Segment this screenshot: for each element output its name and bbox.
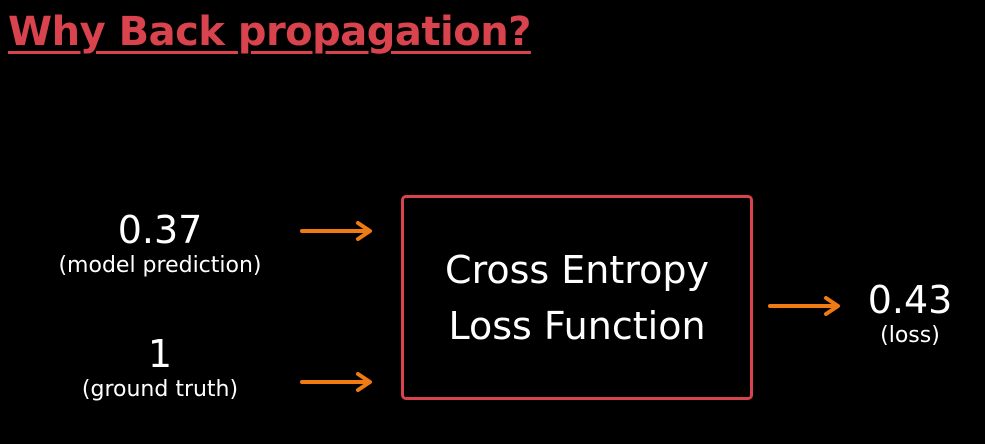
prediction-arrow-icon — [300, 221, 372, 241]
ground-truth-input: 1 (ground truth) — [50, 332, 270, 404]
loss-function-box: Cross Entropy Loss Function — [401, 195, 753, 400]
loss-output: 0.43 (loss) — [840, 278, 980, 350]
slide-title: Why Back propagation? — [8, 9, 531, 55]
loss-output-arrow-icon — [768, 296, 840, 316]
loss-caption: (loss) — [880, 323, 940, 348]
model-prediction-value: 0.37 — [117, 208, 203, 252]
ground-truth-value: 1 — [147, 332, 173, 376]
ground-truth-caption: (ground truth) — [81, 377, 239, 402]
loss-function-line-2: Loss Function — [448, 303, 706, 348]
model-prediction-caption: (model prediction) — [58, 253, 262, 278]
model-prediction-input: 0.37 (model prediction) — [20, 208, 300, 280]
ground-truth-arrow-icon — [300, 372, 372, 392]
loss-value: 0.43 — [867, 278, 953, 322]
loss-function-line-1: Cross Entropy — [445, 247, 709, 292]
